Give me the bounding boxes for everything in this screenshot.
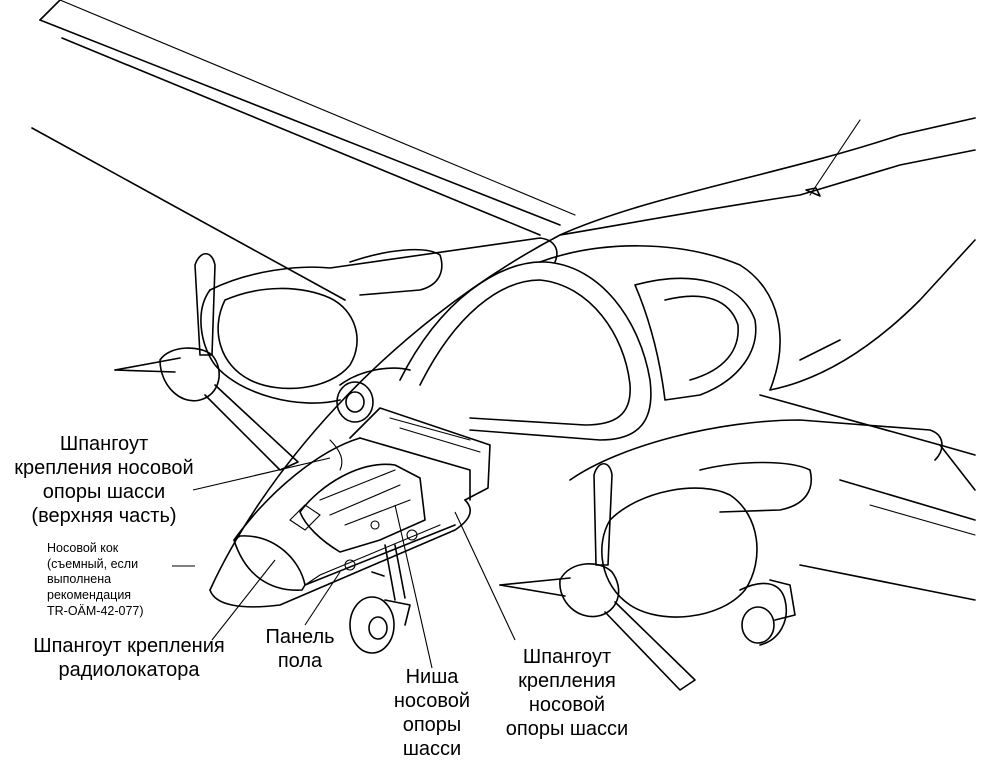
fuselage [209, 117, 976, 591]
label-radar-frame: Шпангоут крепления радиолокатора [33, 635, 225, 681]
right-engine-nacelle [569, 419, 943, 646]
label-nose-cone: Носовой кок (съемный, если выполнена рек… [47, 541, 144, 618]
left-wing [31, 0, 576, 301]
label-gear-bay: Ниша носовой опоры шасси [393, 666, 471, 760]
left-engine-nacelle [200, 237, 558, 423]
left-propeller [114, 252, 299, 471]
label-gear-frame: Шпангоут крепления носовой опоры шасси [505, 646, 629, 740]
label-floor-panel: Панель пола [265, 626, 335, 672]
nose-landing-gear [349, 544, 411, 654]
leader-upper-frame [192, 457, 331, 491]
leader-gear-bay [394, 504, 433, 669]
leader-floor-panel [304, 571, 341, 626]
leader-radar-frame [211, 559, 276, 641]
right-wing [759, 394, 976, 601]
right-propeller [499, 462, 696, 691]
leader-lines [172, 457, 516, 669]
label-upper-frame: Шпангоут крепления носовой опоры шасси (… [14, 433, 194, 527]
nose-section [209, 407, 491, 608]
leader-gear-frame [454, 511, 516, 641]
